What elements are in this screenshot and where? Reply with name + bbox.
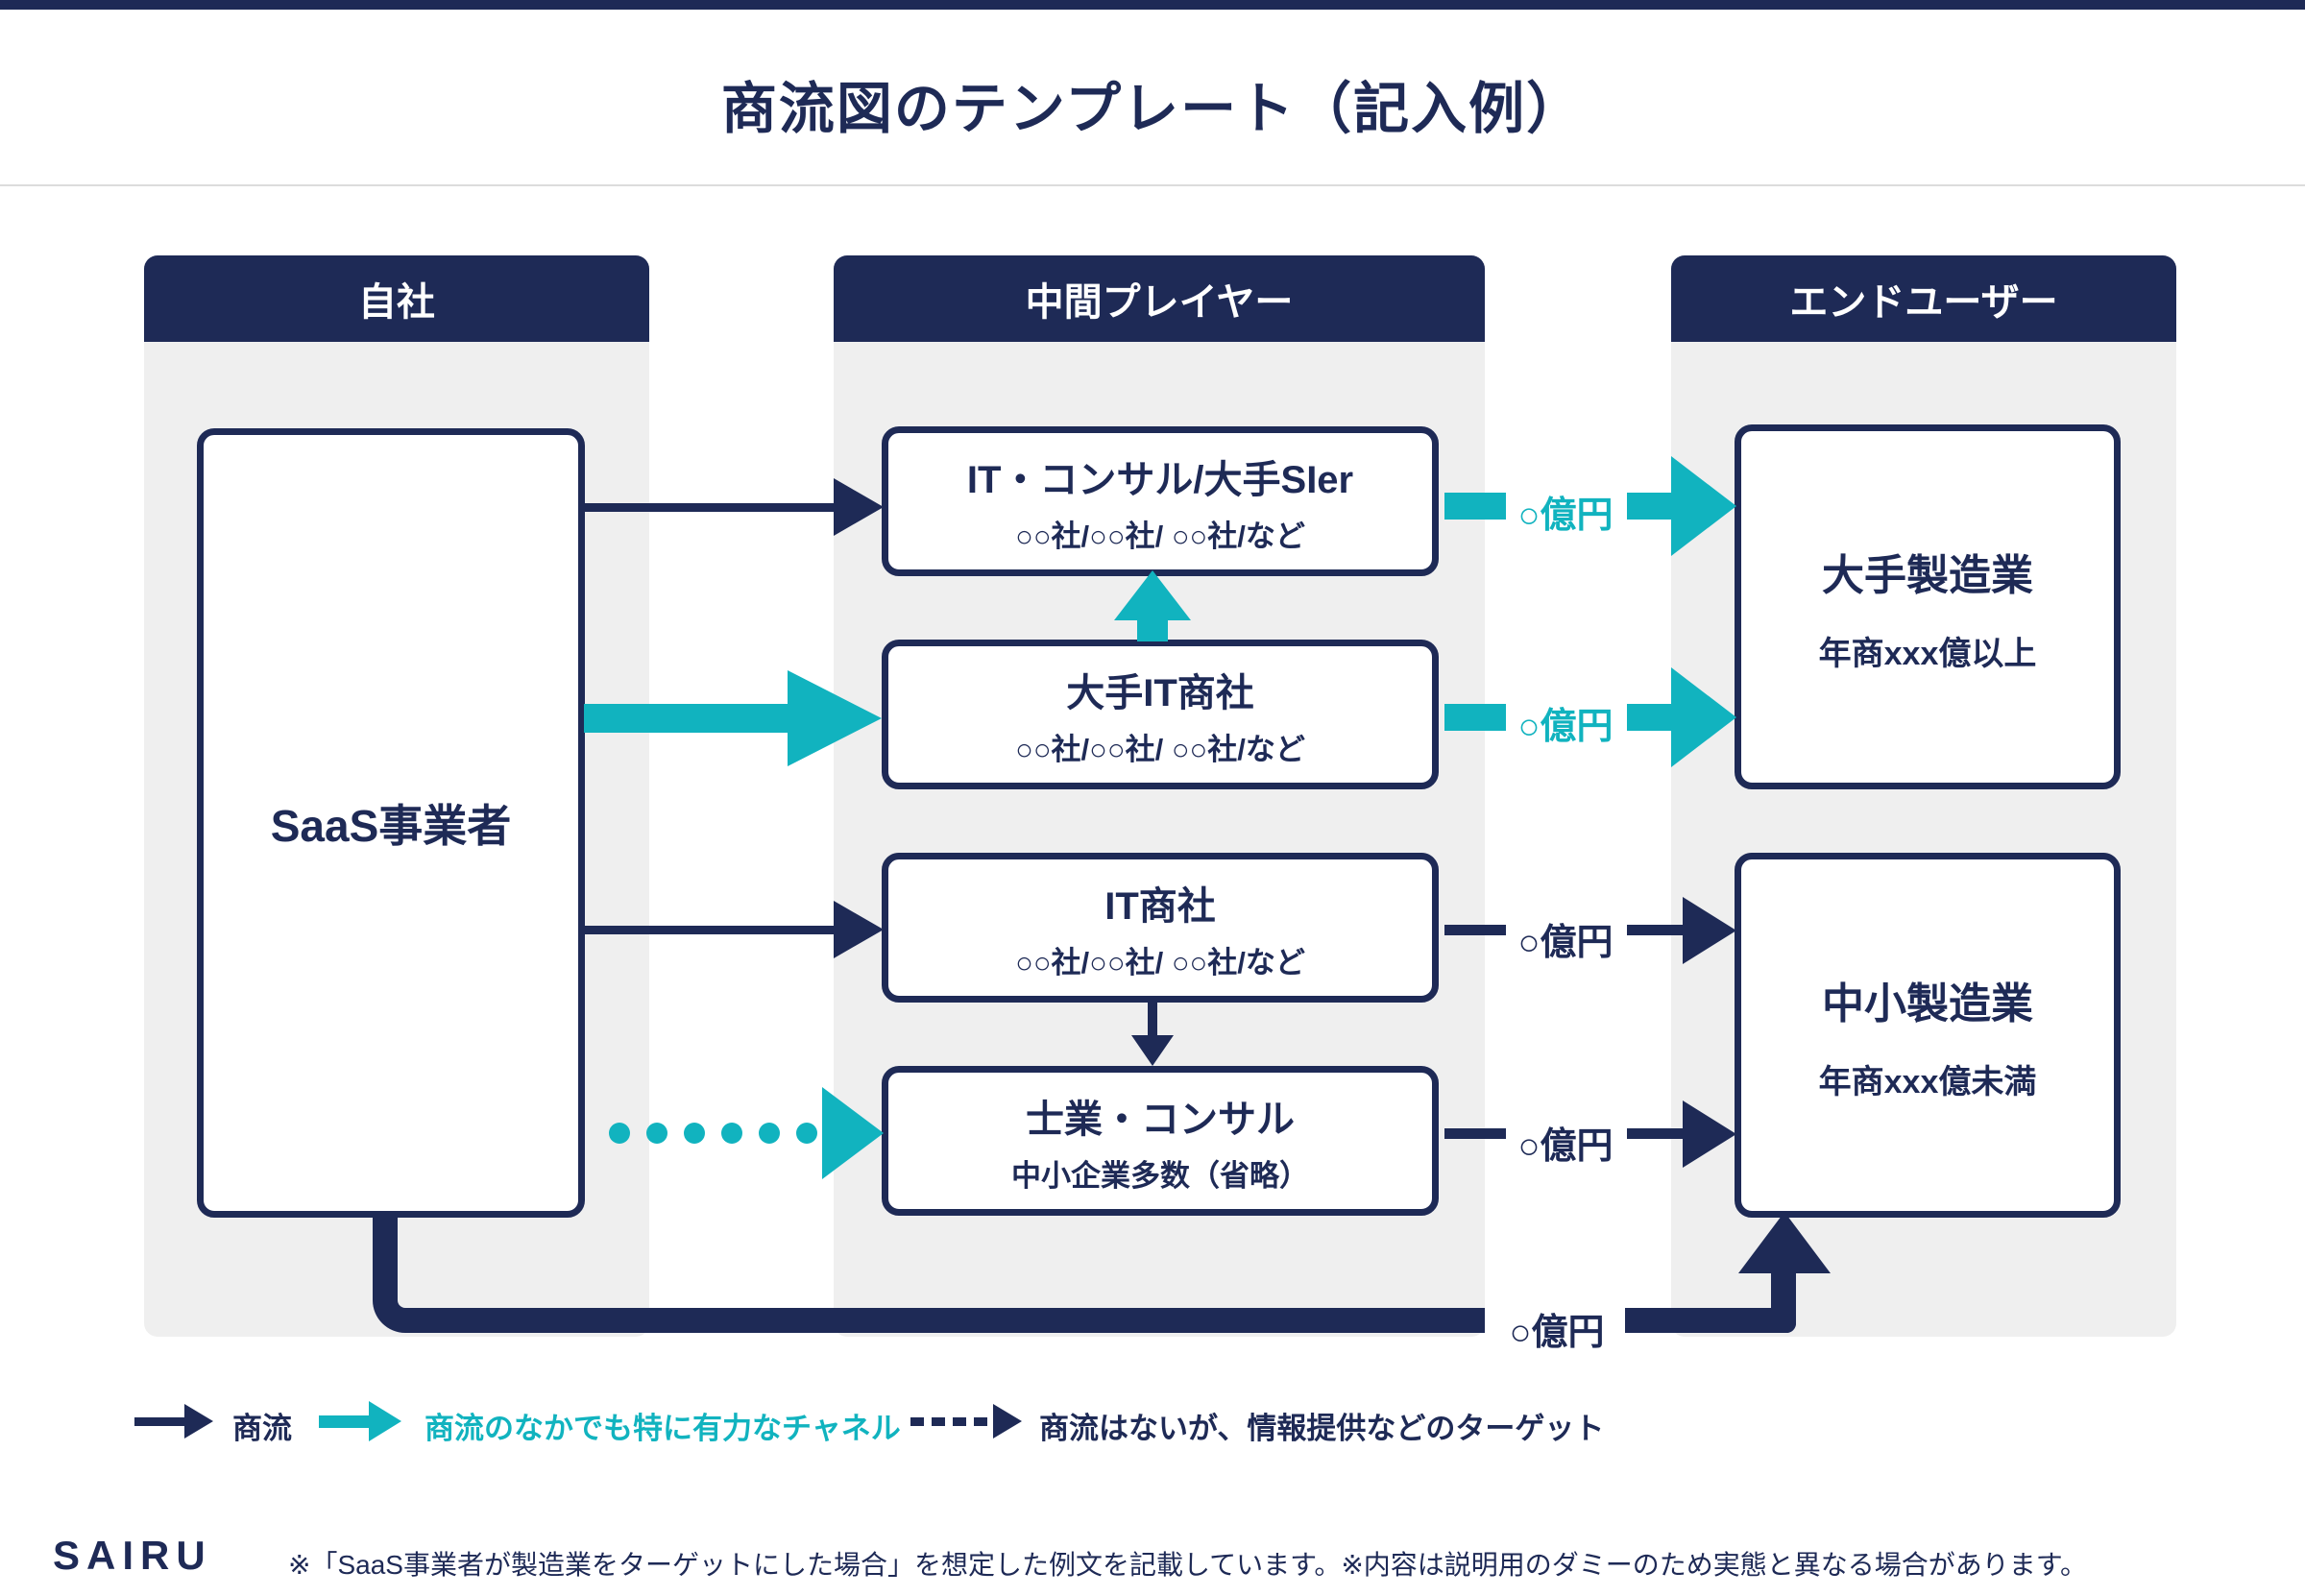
dash	[974, 1417, 987, 1426]
arrow-sier-to-large-line1	[1444, 493, 1506, 520]
node-subtitle: ○○社/○○社/ ○○社/など	[1015, 732, 1305, 766]
footer-note: ※「SaaS事業者が製造業をターゲットにした場合」を想定した例文を記載しています…	[288, 1550, 2087, 1580]
node-title: IT商社	[1104, 884, 1216, 928]
flow-label-trading-to-large: ○億円	[1517, 707, 1614, 747]
arrow-shigyo-to-sme-line1	[1444, 1128, 1506, 1139]
arrow-saas-to-itshosha-line	[584, 926, 839, 934]
arrow-itshosha-to-shigyo-head	[1131, 1035, 1174, 1066]
arrow-trading-to-large-line1	[1444, 704, 1506, 731]
node-saas-vendor-label: SaaS事業者	[270, 801, 512, 851]
dot	[609, 1123, 630, 1144]
legend-dotted-navy-arrow-line	[910, 1417, 987, 1426]
legend-solid-teal-arrow-head	[369, 1401, 401, 1441]
node-it-consul-sier: IT・コンサル/大手SIer ○○社/○○社/ ○○社/など	[882, 426, 1439, 576]
title-divider	[0, 184, 2305, 186]
arrow-shigyo-to-sme-head	[1683, 1100, 1736, 1168]
dot	[721, 1123, 742, 1144]
node-sme-manufacturer: 中小製造業 年商xxx億未満	[1735, 853, 2121, 1218]
legend-solid-navy-arrow-line	[134, 1417, 188, 1426]
flow-label-shigyo-to-sme: ○億円	[1517, 1126, 1614, 1167]
arrow-itshosha-to-sme-head	[1683, 897, 1736, 964]
legend-dotted-navy-arrow-head	[993, 1404, 1022, 1439]
node-shigyo-consul: 士業・コンサル 中小企業多数（省略）	[882, 1066, 1439, 1216]
arrow-shigyo-to-sme-line2	[1627, 1128, 1688, 1139]
arrow-dotted-saas-to-shigyo	[609, 1123, 817, 1144]
top-accent-bar	[0, 0, 2305, 10]
column-header-own: 自社	[144, 255, 649, 342]
flow-label-direct-to-sme: ○億円	[1509, 1313, 1605, 1353]
dot	[646, 1123, 667, 1144]
column-header-end: エンドユーザー	[1671, 255, 2176, 342]
node-title: 士業・コンサル	[1026, 1098, 1295, 1141]
arrow-saas-to-sier-line	[584, 503, 839, 512]
dash	[910, 1417, 924, 1426]
node-subtitle: ○○社/○○社/ ○○社/など	[1015, 519, 1305, 553]
arrow-saas-direct-to-sme-head	[1738, 1212, 1831, 1273]
arrow-dotted-saas-to-shigyo-head	[822, 1087, 884, 1179]
node-large-manufacturer: 大手製造業 年商xxx億以上	[1735, 424, 2121, 789]
node-subtitle: 年商xxx億未満	[1818, 1063, 2037, 1100]
node-subtitle: ○○社/○○社/ ○○社/など	[1015, 945, 1305, 979]
dot	[684, 1123, 705, 1144]
node-saas-vendor: SaaS事業者	[197, 428, 585, 1218]
node-title: 大手製造業	[1822, 551, 2033, 599]
column-header-middle: 中間プレイヤー	[834, 255, 1485, 342]
dash	[932, 1417, 945, 1426]
dash	[953, 1417, 966, 1426]
arrow-sier-to-large-line2	[1627, 493, 1675, 520]
arrow-trading-to-sier-head	[1114, 570, 1191, 620]
arrow-itshosha-to-sme-line1	[1444, 925, 1506, 935]
arrow-trading-to-large-line2	[1627, 704, 1675, 731]
dot	[759, 1123, 780, 1144]
arrow-saas-to-sier-head	[834, 478, 884, 536]
node-title: IT・コンサル/大手SIer	[966, 458, 1354, 501]
arrow-saas-to-itshosha-head	[834, 901, 884, 958]
legend-label-info-target: 商流はないが、情報提供などのターゲット	[1039, 1412, 1605, 1445]
node-title: 中小製造業	[1822, 979, 2033, 1028]
legend-solid-navy-arrow-head	[184, 1404, 213, 1439]
arrow-saas-to-trading-line	[584, 704, 788, 733]
arrow-saas-direct-to-sme-elbow-left	[373, 1218, 1485, 1333]
legend-solid-teal-arrow-line	[319, 1415, 373, 1428]
arrow-itshosha-to-sme-line2	[1627, 925, 1688, 935]
flow-label-sier-to-large: ○億円	[1517, 496, 1614, 536]
arrow-itshosha-to-shigyo-line	[1148, 1003, 1157, 1043]
arrow-saas-to-trading-head	[788, 670, 882, 766]
legend-label-flow: 商流	[232, 1412, 292, 1445]
flow-label-itshosha-to-sme: ○億円	[1517, 923, 1614, 963]
arrow-trading-to-large-head	[1671, 667, 1736, 767]
legend-label-strong-channel: 商流のなかでも特に有力なチャネル	[425, 1412, 901, 1445]
sairu-logo: SAIRU	[53, 1533, 212, 1578]
node-subtitle: 中小企業多数（省略）	[1011, 1158, 1309, 1193]
arrow-sier-to-large-head	[1671, 456, 1736, 556]
node-subtitle: 年商xxx億以上	[1818, 635, 2037, 672]
dot	[796, 1123, 817, 1144]
node-it-trading: IT商社 ○○社/○○社/ ○○社/など	[882, 853, 1439, 1003]
node-title: 大手IT商社	[1066, 671, 1254, 714]
page-title: 商流図のテンプレート（記入例）	[720, 78, 1585, 140]
node-large-it-trading: 大手IT商社 ○○社/○○社/ ○○社/など	[882, 640, 1439, 789]
